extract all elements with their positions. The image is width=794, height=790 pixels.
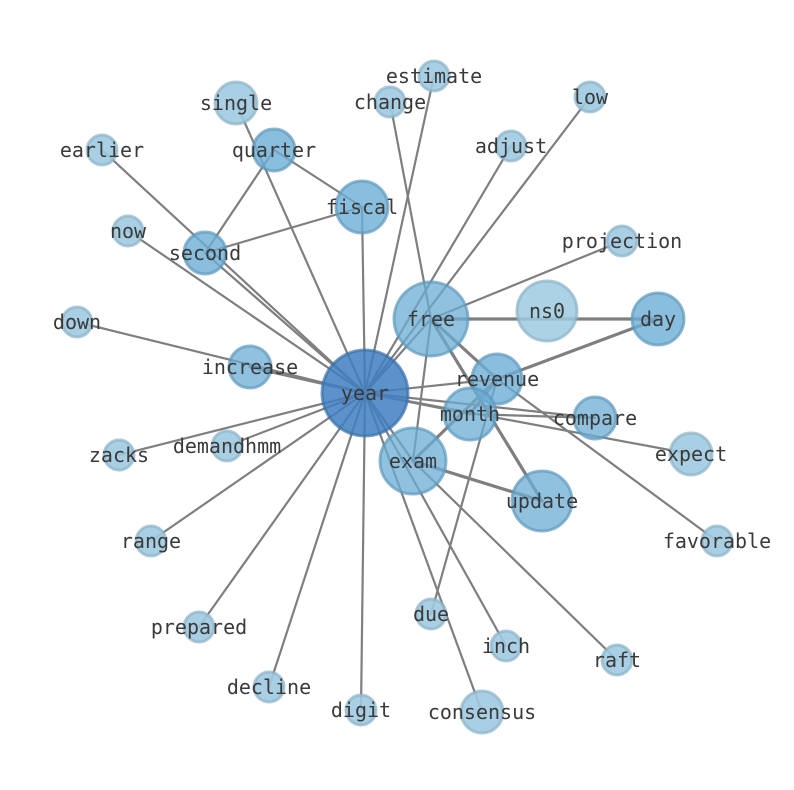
node-range [134,524,168,558]
node-label-month: month [440,402,500,426]
node-compare [572,395,618,441]
edge-year-now [126,229,367,395]
node-adjust [494,129,528,163]
node-exam [378,426,448,496]
node-now [111,214,145,248]
node-label-estimate: estimate [386,64,482,88]
node-digit [344,693,378,727]
node-label-expect: expect [655,442,727,466]
node-label-projection: projection [562,229,682,253]
node-label-revenue: revenue [455,367,539,391]
node-label-exam: exam [389,449,437,473]
node-label-down: down [53,310,101,334]
node-prepared [182,610,216,644]
node-earlier [85,133,119,167]
node-label-earlier: earlier [60,138,144,162]
node-due [414,597,448,631]
node-label-favorable: favorable [663,529,771,553]
node-label-adjust: adjust [475,134,547,158]
node-label-day: day [640,307,676,331]
node-ns0 [515,279,579,343]
edge-year-digit [359,391,367,712]
edge-year-earlier [100,148,367,395]
edge-exam-raft [411,459,619,662]
node-label-quarter: quarter [232,138,316,162]
node-second [182,230,228,276]
node-demandhmm [210,429,244,463]
node-inch [489,629,523,663]
node-quarter [251,127,297,173]
edge-year-prepared [197,391,367,629]
edge-year-decline [267,391,367,689]
node-zacks [102,438,136,472]
edge-year-inch [363,391,508,648]
node-label-consensus: consensus [428,700,536,724]
edge-year-estimate [363,74,436,395]
node-label-single: single [200,91,272,115]
node-label-now: now [110,219,147,243]
node-label-increase: increase [202,355,298,379]
node-label-ns0: ns0 [529,299,565,323]
node-label-free: free [407,307,455,331]
node-estimate [417,59,451,93]
node-free [392,280,470,358]
node-label-change: change [354,90,426,114]
node-decline [252,670,286,704]
node-expect [668,431,714,477]
node-label-update: update [506,489,578,513]
node-label-low: low [572,85,609,109]
edge-revenue-day [495,317,660,381]
node-raft [600,643,634,677]
node-consensus [459,689,505,735]
node-change [373,85,407,119]
node-label-range: range [121,529,181,553]
node-single [213,80,259,126]
node-label-inch: inch [482,634,530,658]
node-label-demandhmm: demandhmm [173,434,281,458]
node-layer [60,59,734,735]
node-update [510,469,574,533]
node-label-raft: raft [593,648,641,672]
node-fiscal [334,179,390,235]
node-label-decline: decline [227,675,311,699]
node-label-due: due [413,602,449,626]
edge-year-adjust [363,144,513,395]
node-projection [605,224,639,258]
node-increase [227,344,273,390]
node-month [442,386,498,442]
node-year [320,348,410,438]
node-label-prepared: prepared [151,615,247,639]
edge-revenue-favorable [495,377,719,543]
node-label-digit: digit [331,698,391,722]
node-label-fiscal: fiscal [326,195,398,219]
node-label-year: year [341,381,389,405]
node-low [573,80,607,114]
node-label-second: second [169,241,241,265]
node-day [630,291,686,347]
node-favorable [700,524,734,558]
node-label-zacks: zacks [89,443,149,467]
node-down [60,305,94,339]
node-label-compare: compare [553,406,637,430]
edge-year-down [75,320,367,395]
